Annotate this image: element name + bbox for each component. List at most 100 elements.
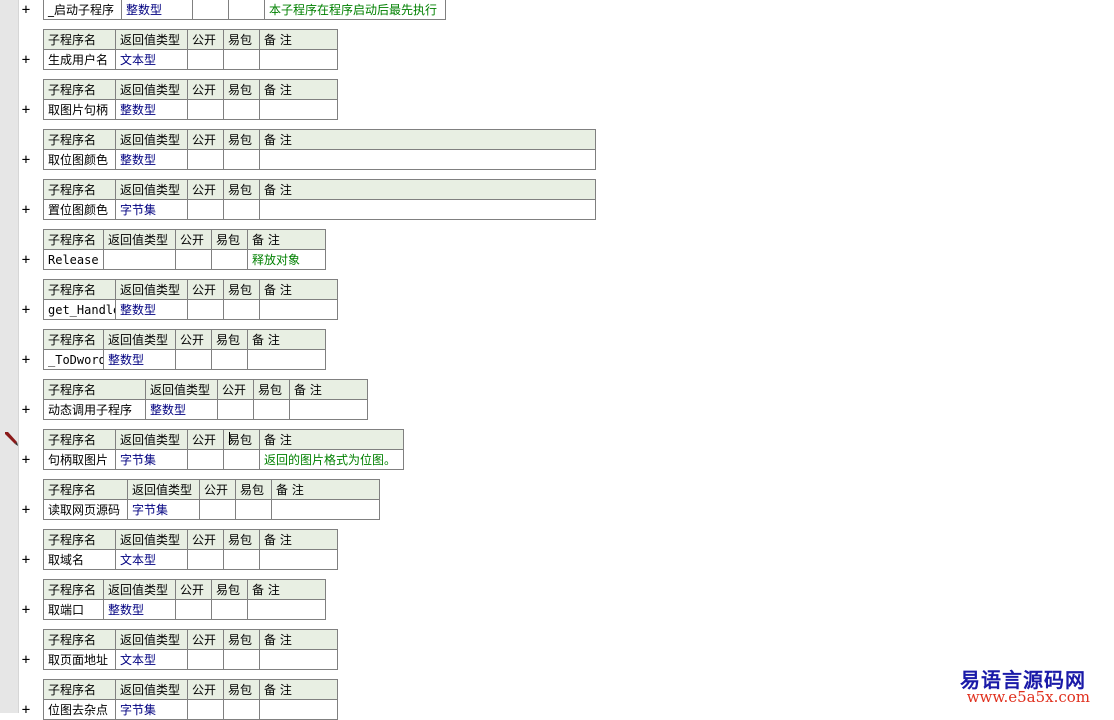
easy-package-cell[interactable]: [223, 199, 260, 220]
public-cell[interactable]: [187, 99, 224, 120]
easy-package-cell[interactable]: [223, 99, 260, 120]
easy-package-cell[interactable]: [223, 149, 260, 170]
return-type[interactable]: 字节集: [115, 199, 188, 220]
expand-icon[interactable]: +: [21, 702, 31, 718]
easy-package-cell[interactable]: [223, 549, 260, 570]
public-cell[interactable]: [175, 249, 212, 270]
note-cell[interactable]: [259, 299, 338, 320]
return-type[interactable]: 文本型: [115, 549, 188, 570]
subroutine-name[interactable]: 动态调用子程序: [43, 399, 146, 420]
header-return-type: 返回值类型: [115, 679, 188, 700]
easy-package-cell[interactable]: [211, 599, 248, 620]
note-cell[interactable]: [259, 49, 338, 70]
note-cell[interactable]: [259, 149, 596, 170]
public-cell[interactable]: [217, 399, 254, 420]
header-name: 子程序名: [43, 329, 104, 350]
public-cell[interactable]: [187, 199, 224, 220]
expand-icon[interactable]: +: [21, 352, 31, 368]
subroutine-name[interactable]: 生成用户名: [43, 49, 116, 70]
subroutine-name[interactable]: Release: [43, 249, 104, 270]
public-cell[interactable]: [187, 299, 224, 320]
expand-icon[interactable]: +: [21, 152, 31, 168]
header-note: 备 注: [247, 229, 326, 250]
subroutine-name[interactable]: 读取网页源码: [43, 499, 128, 520]
easy-package-cell[interactable]: [223, 699, 260, 720]
return-type[interactable]: 字节集: [115, 699, 188, 720]
subroutine-name[interactable]: get_Handle: [43, 299, 116, 320]
expand-icon[interactable]: +: [21, 252, 31, 268]
public-cell[interactable]: [187, 449, 224, 470]
return-type[interactable]: [103, 249, 176, 270]
public-cell[interactable]: [187, 149, 224, 170]
note-cell[interactable]: [247, 599, 326, 620]
easy-package-cell[interactable]: [223, 299, 260, 320]
expand-icon[interactable]: +: [21, 402, 31, 418]
note-cell[interactable]: [259, 199, 596, 220]
note-cell[interactable]: 本子程序在程序启动后最先执行: [264, 0, 446, 20]
expand-icon[interactable]: +: [21, 502, 31, 518]
public-cell[interactable]: [187, 699, 224, 720]
public-cell[interactable]: [199, 499, 236, 520]
subroutine-name[interactable]: 取端口: [43, 599, 104, 620]
subroutine-name[interactable]: 取页面地址: [43, 649, 116, 670]
return-type[interactable]: 字节集: [115, 449, 188, 470]
return-type[interactable]: 文本型: [115, 649, 188, 670]
header-easy-package: 易包: [223, 79, 260, 100]
subroutine-name[interactable]: 置位图颜色: [43, 199, 116, 220]
header-name: 子程序名: [43, 229, 104, 250]
header-public: 公开: [187, 629, 224, 650]
public-cell[interactable]: [187, 49, 224, 70]
easy-package-cell[interactable]: [211, 349, 248, 370]
note-cell[interactable]: [289, 399, 368, 420]
note-cell[interactable]: 释放对象: [247, 249, 326, 270]
expand-icon[interactable]: +: [21, 552, 31, 568]
note-cell[interactable]: 返回的图片格式为位图。: [259, 449, 404, 470]
subroutine-name[interactable]: 取位图颜色: [43, 149, 116, 170]
return-type[interactable]: 文本型: [115, 49, 188, 70]
easy-package-cell[interactable]: [253, 399, 290, 420]
return-type[interactable]: 整数型: [103, 349, 176, 370]
expand-icon[interactable]: +: [21, 52, 31, 68]
note-cell[interactable]: [247, 349, 326, 370]
easy-package-cell[interactable]: [223, 449, 260, 470]
return-type[interactable]: 整数型: [115, 299, 188, 320]
expand-icon[interactable]: +: [21, 652, 31, 668]
subroutine-name[interactable]: _启动子程序: [43, 0, 122, 20]
return-type[interactable]: 整数型: [121, 0, 193, 20]
return-type[interactable]: 整数型: [145, 399, 218, 420]
public-cell[interactable]: [187, 649, 224, 670]
return-type[interactable]: 整数型: [115, 99, 188, 120]
subroutine-name[interactable]: 位图去杂点: [43, 699, 116, 720]
expand-icon[interactable]: +: [21, 452, 31, 468]
header-easy-package: 易包: [235, 479, 272, 500]
easy-package-cell[interactable]: [223, 649, 260, 670]
return-type[interactable]: 字节集: [127, 499, 200, 520]
note-cell[interactable]: [259, 99, 338, 120]
public-cell[interactable]: [175, 349, 212, 370]
subroutine-name[interactable]: 取图片句柄: [43, 99, 116, 120]
easy-package-cell[interactable]: [223, 49, 260, 70]
note-cell[interactable]: [259, 549, 338, 570]
return-type[interactable]: 整数型: [103, 599, 176, 620]
expand-icon[interactable]: +: [21, 2, 31, 18]
note-cell[interactable]: [259, 699, 338, 720]
note-cell[interactable]: [259, 649, 338, 670]
header-name: 子程序名: [43, 429, 116, 450]
public-cell[interactable]: [175, 599, 212, 620]
public-cell[interactable]: [192, 0, 229, 20]
header-public: 公开: [187, 179, 224, 200]
subroutine-name[interactable]: 句柄取图片: [43, 449, 116, 470]
return-type[interactable]: 整数型: [115, 149, 188, 170]
expand-icon[interactable]: +: [21, 102, 31, 118]
easy-package-cell[interactable]: [211, 249, 248, 270]
expand-icon[interactable]: +: [21, 602, 31, 618]
header-name: 子程序名: [43, 129, 116, 150]
expand-icon[interactable]: +: [21, 302, 31, 318]
subroutine-name[interactable]: 取域名: [43, 549, 116, 570]
subroutine-name[interactable]: _ToDword: [43, 349, 104, 370]
easy-package-cell[interactable]: [228, 0, 265, 20]
easy-package-cell[interactable]: [235, 499, 272, 520]
public-cell[interactable]: [187, 549, 224, 570]
expand-icon[interactable]: +: [21, 202, 31, 218]
note-cell[interactable]: [271, 499, 380, 520]
